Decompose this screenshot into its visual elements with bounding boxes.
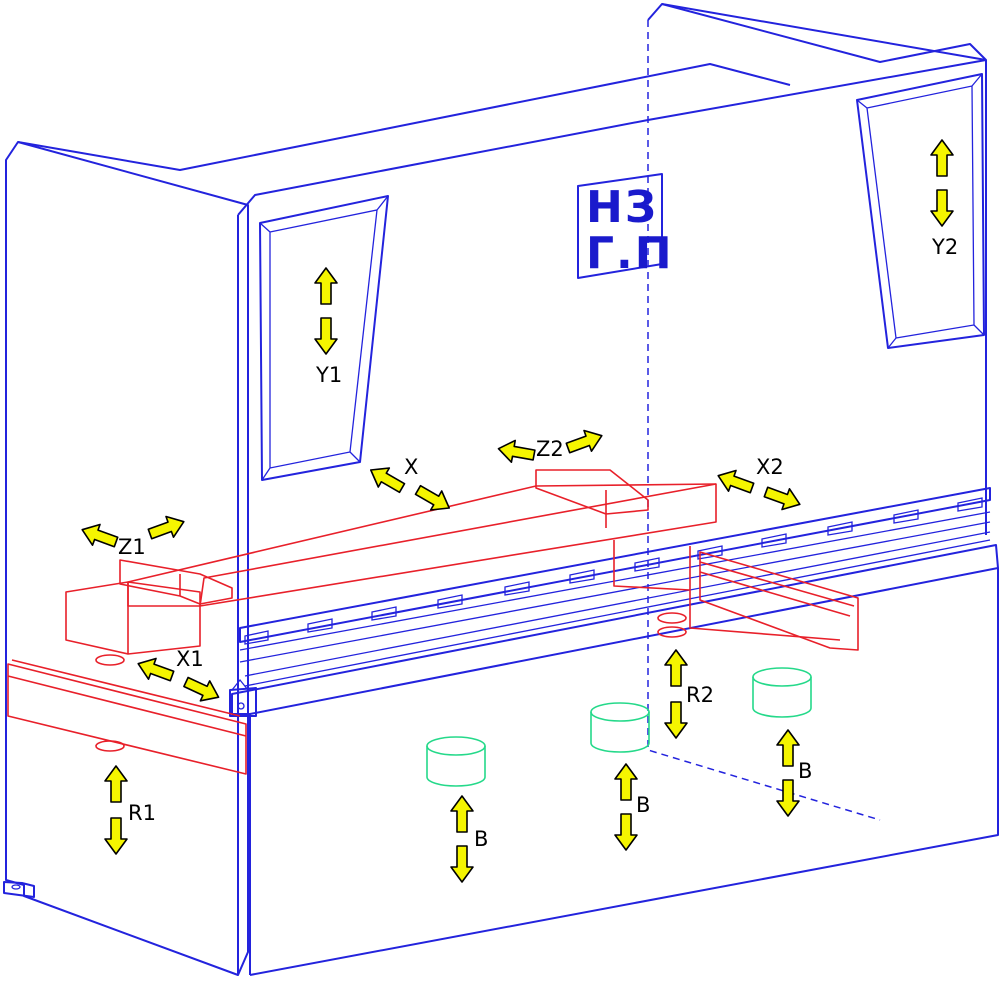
beam-clamps	[244, 497, 983, 645]
left-finger-block	[65, 581, 201, 655]
cylinder-2	[590, 702, 650, 753]
right-rail	[699, 551, 859, 651]
upper-beam-rail	[239, 487, 991, 643]
front-face	[237, 59, 987, 975]
arrow-b2-down	[614, 813, 638, 851]
lower-table-front	[249, 568, 999, 976]
right-window	[856, 73, 985, 349]
axis-label-r1: R1	[128, 801, 156, 825]
dashed-center-line	[647, 20, 881, 821]
arrow-b1-up	[450, 795, 474, 833]
axis-label-z2: Z2	[536, 437, 564, 461]
arrow-y1-up	[314, 267, 338, 305]
arrow-z2-right	[565, 429, 603, 454]
arrow-y1-down	[314, 317, 338, 355]
crossbeam-edge	[199, 483, 717, 607]
logo-line2: Г.П	[586, 228, 674, 279]
arrow-b1-down	[450, 845, 474, 883]
cylinders	[426, 667, 812, 787]
arrow-b3-down	[776, 779, 800, 817]
axis-labels: Y1 Y2 X X1 X2 Z1 Z2 R1 R2 B B B	[118, 235, 958, 851]
arrow-b2-up	[614, 763, 638, 801]
right-plate-top	[661, 3, 987, 61]
axis-label-z1: Z1	[118, 535, 146, 559]
arrow-r1-up	[104, 765, 128, 803]
arrow-x2-right	[763, 486, 801, 511]
arrow-x2-left	[717, 469, 755, 494]
backgauge-crossbeam	[127, 483, 717, 607]
right-finger-tip	[535, 469, 649, 528]
base-foot	[3, 881, 35, 898]
foot-bolt	[11, 884, 21, 890]
roller-r1-top	[95, 654, 125, 666]
side-frame-top-edge	[17, 63, 791, 171]
upper-beam-rail-lower	[239, 511, 991, 663]
backgauge	[7, 469, 859, 775]
arrow-z1-right	[147, 515, 185, 540]
arrow-z1-left	[81, 523, 119, 548]
left-rail-top	[11, 659, 241, 717]
axis-label-b1: B	[474, 827, 488, 851]
arrow-x-right	[414, 484, 450, 511]
logo: НЗ Г.П	[577, 173, 674, 279]
roller-r1-bottom	[95, 740, 125, 752]
axis-label-y1: Y1	[315, 363, 342, 387]
arrow-x-left	[370, 467, 406, 494]
axis-label-b3: B	[798, 759, 812, 783]
arrow-b3-up	[776, 729, 800, 767]
lower-die-top	[244, 531, 991, 687]
left-rail	[7, 663, 247, 775]
axis-label-r2: R2	[686, 683, 714, 707]
machine-frame	[3, 3, 999, 976]
right-window-inner	[856, 73, 985, 349]
axis-arrows	[81, 139, 954, 883]
axis-label-b2: B	[636, 793, 650, 817]
arrow-r2-down	[664, 701, 688, 739]
guide-lines	[613, 540, 841, 641]
right-side-plate	[647, 3, 987, 535]
arrow-x1-left	[137, 657, 175, 682]
logo-line1: НЗ	[586, 182, 658, 233]
arrow-y2-up	[930, 139, 954, 177]
arrow-y2-down	[930, 189, 954, 227]
right-rail-grooves	[699, 561, 855, 617]
left-finger-tip	[119, 559, 233, 605]
roller-r2-bottom	[657, 626, 687, 638]
axis-label-y2: Y2	[931, 235, 958, 259]
cylinder-1	[426, 736, 486, 787]
axis-label-x: X	[404, 455, 418, 479]
arrow-r2-up	[664, 649, 688, 687]
roller-r2-top	[657, 612, 687, 624]
logo-border	[577, 173, 663, 279]
arrow-x1-right	[183, 676, 220, 702]
die-end-bolt	[237, 702, 245, 710]
cylinder-3	[752, 667, 812, 718]
die-v-groove	[231, 678, 249, 691]
axis-label-x2: X2	[756, 455, 784, 479]
left-window-inner	[259, 195, 389, 481]
axis-label-x1: X1	[176, 647, 204, 671]
arrow-z2-left	[497, 439, 536, 463]
lower-table	[231, 544, 999, 715]
arrow-r1-down	[104, 817, 128, 855]
